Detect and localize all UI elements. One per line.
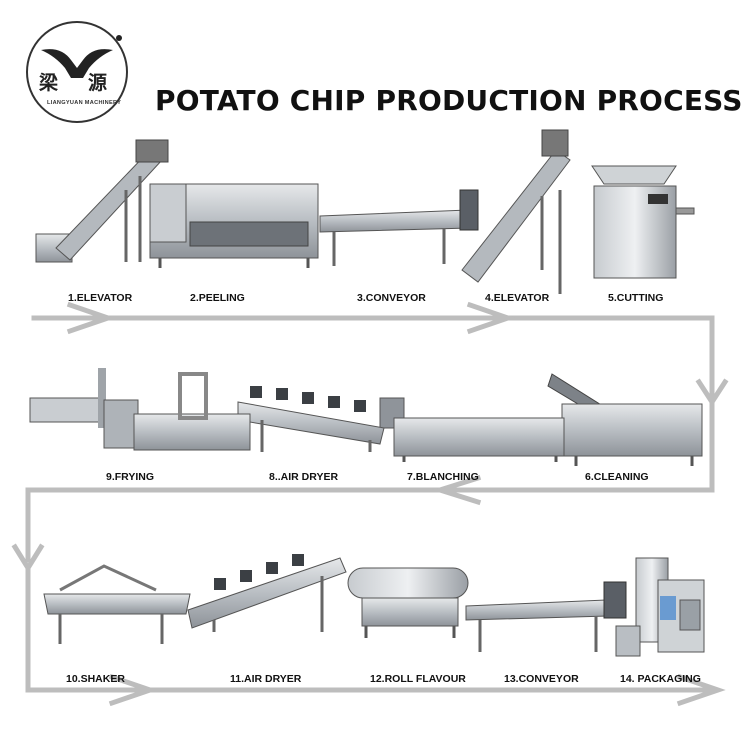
- step-label-6: 6.CLEANING: [585, 471, 649, 483]
- step-label-9: 9.FRYING: [106, 471, 155, 483]
- machine-peeling: [149, 183, 319, 268]
- machine-cutting: [591, 165, 695, 279]
- step-label-8: 8..AIR DRYER: [269, 471, 339, 483]
- brand-chinese-right: 源: [88, 72, 108, 94]
- step-label-7: 7.BLANCHING: [407, 471, 479, 483]
- step-label-4: 4.ELEVATOR: [485, 292, 550, 304]
- brand-english: LIANGYUAN MACHINERY: [47, 100, 122, 106]
- machine-frying: [29, 368, 251, 451]
- machine-cleaning: [547, 373, 703, 466]
- flow-line-row1: [31, 315, 715, 398]
- flow-line-row2: [25, 399, 715, 563]
- step-label-1: 1.ELEVATOR: [68, 292, 133, 304]
- page-title: POTATO CHIP PRODUCTION PROCESS: [155, 84, 743, 117]
- brand-chinese-left: 梁: [39, 72, 59, 94]
- company-logo: 梁 源 LIANGYUAN MACHINERY: [25, 20, 129, 124]
- machine-roll-flavour: [347, 567, 469, 638]
- flow-line-row3: [25, 565, 719, 693]
- machine-elevator-4: [461, 129, 571, 294]
- step-label-12: 12.ROLL FLAVOUR: [370, 673, 466, 685]
- machine-conveyor-3: [319, 189, 479, 266]
- machine-air-dryer-8: [237, 386, 385, 452]
- step-label-5: 5.CUTTING: [608, 292, 664, 304]
- machine-air-dryer-11: [187, 554, 347, 632]
- step-label-13: 13.CONVEYOR: [504, 673, 579, 685]
- step-label-10: 10.SHAKER: [66, 673, 125, 685]
- machine-elevator-1: [35, 139, 169, 263]
- machine-shaker: [43, 564, 191, 644]
- logo-emblem: [26, 21, 128, 123]
- step-label-14: 14. PACKAGING: [620, 673, 701, 685]
- step-label-2: 2.PEELING: [190, 292, 245, 304]
- step-label-3: 3.CONVEYOR: [357, 292, 426, 304]
- machine-blanching: [379, 397, 565, 462]
- machine-packaging: [615, 557, 705, 657]
- step-label-11: 11.AIR DRYER: [230, 673, 302, 685]
- machine-conveyor-13: [465, 581, 627, 652]
